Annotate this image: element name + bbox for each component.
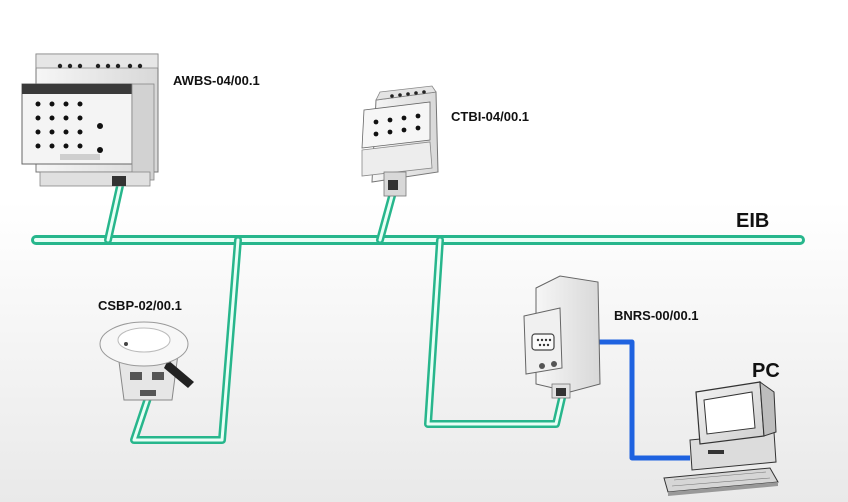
eib-bus-label: EIB bbox=[736, 210, 770, 232]
ctbi-label: CTBI-04/00.1 bbox=[451, 109, 530, 124]
csbp-device bbox=[99, 321, 194, 401]
pc-device bbox=[663, 380, 779, 496]
bnrs-label: BNRS-00/00.1 bbox=[614, 308, 699, 323]
awbs-device bbox=[21, 53, 159, 187]
bnrs-device bbox=[523, 275, 601, 399]
eib-bus bbox=[31, 182, 805, 444]
awbs-label: AWBS-04/00.1 bbox=[173, 73, 260, 88]
bus-drop-ctbi bbox=[376, 192, 396, 244]
bus-drop-awbs bbox=[104, 182, 124, 244]
csbp-label: CSBP-02/00.1 bbox=[98, 298, 182, 313]
bus-branch-bnrs bbox=[424, 236, 566, 428]
bus-branch-csbp bbox=[130, 236, 242, 444]
pc-label: PC bbox=[752, 360, 780, 382]
ctbi-device bbox=[361, 85, 439, 197]
